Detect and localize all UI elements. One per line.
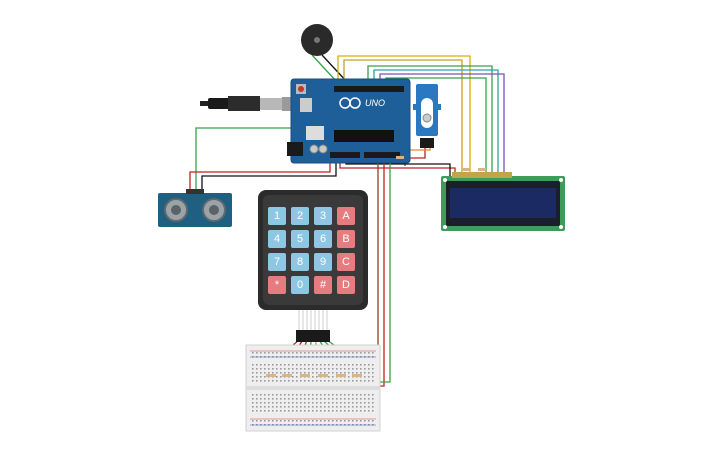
breadboard[interactable] (245, 344, 381, 432)
wire-us-gnd[interactable] (201, 160, 337, 192)
keypad-key-6[interactable]: 6 (314, 230, 332, 248)
keypad-4x4[interactable]: 1 2 3 A 4 5 6 B 7 8 9 C * 0 # D (258, 190, 368, 342)
keypad-key-label: A (342, 210, 350, 222)
keypad-key-3[interactable]: 3 (314, 207, 332, 225)
keypad-key-d[interactable]: D (337, 276, 355, 294)
keypad-ribbon (298, 310, 328, 330)
wire-lcd-3[interactable] (367, 65, 493, 176)
keypad-key-label: C (342, 256, 350, 268)
keypad-key-label: 0 (297, 279, 303, 291)
microcontroller-chip (334, 130, 394, 142)
wire-lcd-2[interactable] (343, 59, 463, 176)
keypad-key-label: # (320, 279, 327, 291)
keypad-key-label: 9 (320, 256, 326, 268)
keypad-key-9[interactable]: 9 (314, 253, 332, 271)
power-jack (287, 142, 303, 156)
keypad-key-8[interactable]: 8 (291, 253, 309, 271)
keypad-key-label: 2 (297, 210, 303, 222)
usb-cable[interactable] (200, 96, 300, 111)
voltage-regulator (306, 126, 324, 140)
keypad-key-label: 4 (274, 233, 280, 245)
arduino-uno[interactable]: UNO (287, 78, 411, 164)
lcd-screen (450, 188, 556, 218)
keypad-key-c[interactable]: C (337, 253, 355, 271)
arduino-logo (339, 97, 361, 109)
keypad-key-label: D (342, 279, 350, 291)
micro-servo[interactable] (413, 84, 441, 148)
resistor[interactable] (352, 374, 362, 377)
keypad-key-5[interactable]: 5 (291, 230, 309, 248)
servo-connector (420, 138, 434, 148)
digital-header (334, 86, 404, 92)
keypad-key-label: 7 (274, 256, 280, 268)
wire-lcd-1[interactable] (337, 55, 471, 176)
board-model-label: UNO (365, 98, 385, 108)
resistor[interactable] (318, 374, 328, 377)
keypad-key-star[interactable]: * (268, 276, 286, 294)
keypad-key-label: 3 (320, 210, 326, 222)
wire-us-vcc[interactable] (189, 160, 331, 192)
keypad-key-4[interactable]: 4 (268, 230, 286, 248)
keypad-key-label: * (275, 279, 280, 291)
resistor[interactable] (478, 168, 486, 171)
keypad-key-2[interactable]: 2 (291, 207, 309, 225)
keypad-key-label: 8 (297, 256, 303, 268)
ultrasonic-sensor[interactable] (158, 189, 232, 227)
keypad-key-b[interactable]: B (337, 230, 355, 248)
resistor[interactable] (300, 374, 310, 377)
resistor[interactable] (462, 168, 470, 171)
keypad-key-0[interactable]: 0 (291, 276, 309, 294)
resistor[interactable] (396, 156, 404, 159)
keypad-key-label: B (342, 233, 349, 245)
power-header (330, 152, 360, 158)
piezo-buzzer[interactable] (301, 24, 333, 56)
keypad-key-hash[interactable]: # (314, 276, 332, 294)
resistor[interactable] (336, 374, 346, 377)
keypad-key-7[interactable]: 7 (268, 253, 286, 271)
keypad-key-label: 6 (320, 233, 326, 245)
sensor-pins (186, 189, 204, 194)
resistor[interactable] (282, 374, 292, 377)
usb-port (300, 98, 312, 112)
resistor[interactable] (266, 374, 276, 377)
keypad-key-a[interactable]: A (337, 207, 355, 225)
lcd-16x2[interactable] (441, 172, 565, 231)
lcd-pin-header (452, 172, 512, 178)
keypad-ribbon-connector (296, 330, 330, 342)
analog-header (364, 152, 400, 158)
keypad-key-label: 5 (297, 233, 303, 245)
keypad-key-label: 1 (274, 210, 280, 222)
keypad-key-1[interactable]: 1 (268, 207, 286, 225)
